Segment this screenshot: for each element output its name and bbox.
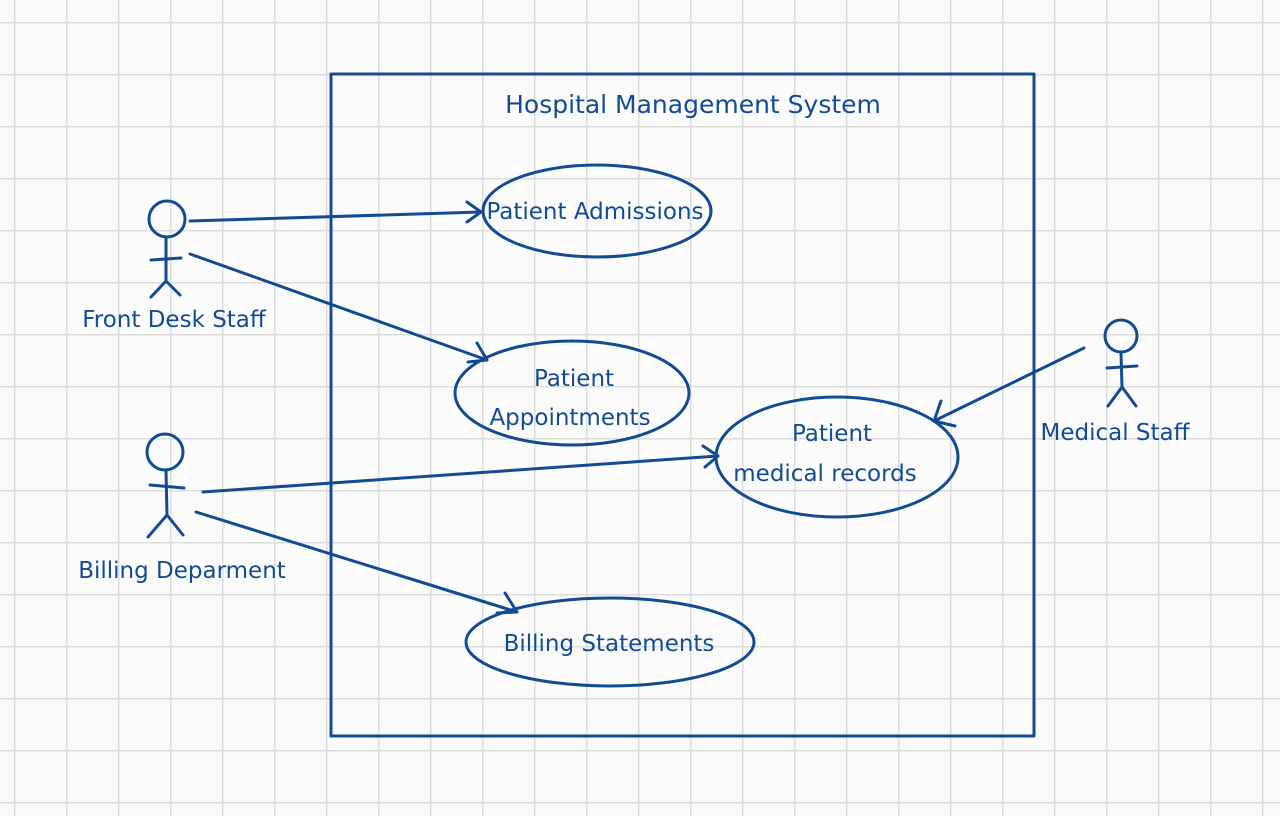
actor-front-desk-staff: Front Desk Staff	[82, 199, 267, 333]
arrow-line	[932, 346, 1086, 423]
actor-body	[1119, 350, 1124, 389]
arrow-head	[701, 444, 720, 469]
actor-legs	[1106, 385, 1138, 408]
actor-arms	[148, 483, 186, 490]
use-case-label-line-1: Patient	[792, 421, 872, 447]
use-case-ellipse	[453, 339, 691, 447]
use-case-ellipse	[464, 596, 756, 688]
arrow-front-desk-to-admissions	[188, 200, 483, 224]
actor-head	[1103, 318, 1139, 354]
use-case-label: Patient Admissions	[486, 199, 703, 225]
actor-label: Front Desk Staff	[82, 307, 267, 333]
system-boundary: Hospital Management System	[329, 72, 1036, 738]
use-case-label: Billing Statements	[504, 631, 715, 657]
associations	[188, 200, 1086, 615]
system-boundary-rect	[329, 72, 1036, 738]
use-case-ellipse	[481, 163, 713, 259]
actor-body	[164, 468, 169, 517]
arrow-line	[201, 454, 720, 494]
actor-medical-staff: Medical Staff	[1041, 318, 1191, 446]
actor-arms	[149, 256, 183, 262]
arrow-line	[188, 252, 489, 362]
arrow-head	[466, 341, 489, 364]
arrow-medical-staff-to-medical-records	[932, 346, 1086, 428]
use-case-patient-medical-records: Patient medical records	[714, 395, 960, 519]
use-case-label-line-2: Appointments	[489, 405, 650, 431]
actor-legs	[146, 513, 185, 539]
actor-legs	[149, 279, 182, 299]
actor-label: Billing Deparment	[78, 558, 286, 584]
use-case-patient-admissions: Patient Admissions	[481, 163, 713, 259]
arrow-line	[188, 210, 483, 223]
actor-head	[147, 199, 187, 239]
arrow-head	[495, 591, 519, 615]
use-case-ellipse	[714, 395, 960, 519]
use-case-patient-appointments: Patient Appointments	[453, 339, 691, 447]
actor-label: Medical Staff	[1041, 420, 1191, 446]
arrow-head	[932, 399, 957, 428]
actor-arms	[1105, 364, 1139, 370]
arrow-head	[465, 200, 483, 224]
actor-billing-department: Billing Deparment	[78, 432, 286, 584]
use-case-label-line-1: Patient	[534, 366, 614, 392]
use-case-label-line-2: medical records	[733, 461, 916, 487]
system-title: Hospital Management System	[505, 90, 881, 119]
arrow-line	[194, 510, 519, 614]
arrow-billing-to-medical-records	[201, 444, 720, 494]
arrow-billing-to-statements	[194, 510, 519, 615]
use-case-billing-statements: Billing Statements	[464, 596, 756, 688]
actor-head	[145, 432, 185, 472]
arrow-front-desk-to-appointments	[188, 252, 489, 364]
